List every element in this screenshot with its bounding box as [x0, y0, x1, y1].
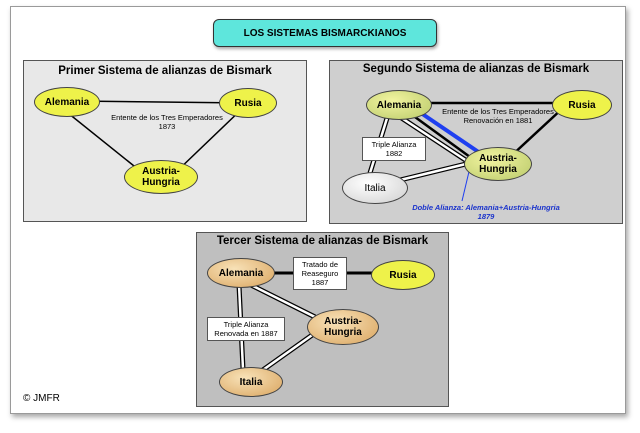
label-doble-alianza-1879: Doble Alianza: Alemania+Austria-Hungria … [412, 203, 560, 221]
label-triple-alianza-1882: Triple Alianza 1882 [362, 137, 426, 161]
panel-title: Tercer Sistema de alianzas de Bismark [216, 235, 429, 247]
panel-title: Segundo Sistema de alianzas de Bismark [362, 63, 590, 75]
node-austria-hungria: Austria- Hungria [307, 309, 379, 345]
label-triple-alianza-renovada: Triple Alianza Renovada en 1887 [207, 317, 285, 341]
node-rusia: Rusia [371, 260, 435, 290]
node-rusia: Rusia [552, 90, 612, 120]
label-tratado-reaseguro-1887: Tratado de Reaseguro 1887 [293, 257, 347, 290]
node-italia: Italia [219, 367, 283, 397]
link-triple-alemania-austria [392, 110, 472, 166]
node-alemania: Alemania [34, 87, 100, 117]
panel-title: Primer Sistema de alianzas de Bismark [58, 65, 272, 77]
panel-tercer-sistema: Tercer Sistema de alianzas de Bismark Al… [196, 232, 449, 407]
node-alemania: Alemania [207, 258, 275, 288]
node-alemania: Alemania [366, 90, 432, 120]
page-title: LOS SISTEMAS BISMARCKIANOS [213, 19, 437, 47]
panel-segundo-sistema: Segundo Sistema de alianzas de Bismark A… [329, 60, 623, 224]
link-doble-alianza [416, 109, 482, 155]
node-rusia: Rusia [219, 88, 277, 118]
label-entente-1881: Entente de los Tres Emperadores Renovaci… [442, 107, 554, 125]
node-italia: Italia [342, 172, 408, 204]
link-rusia-austria [173, 104, 247, 175]
node-austria-hungria: Austria- Hungria [464, 147, 532, 181]
link-triple-italia-austria [395, 160, 471, 184]
node-austria-hungria: Austria- Hungria [124, 160, 198, 194]
label-entente-1873: Entente de los Tres Emperadores 1873 [111, 113, 223, 131]
link-alemania-rusia [73, 100, 247, 104]
panel1-links [57, 100, 247, 175]
link-triple-alemania-austria [245, 280, 317, 320]
panel-primer-sistema: Primer Sistema de alianzas de Bismark Al… [23, 60, 307, 222]
copyright: © JMFR [23, 393, 60, 404]
link-rusia-austria [509, 106, 565, 158]
